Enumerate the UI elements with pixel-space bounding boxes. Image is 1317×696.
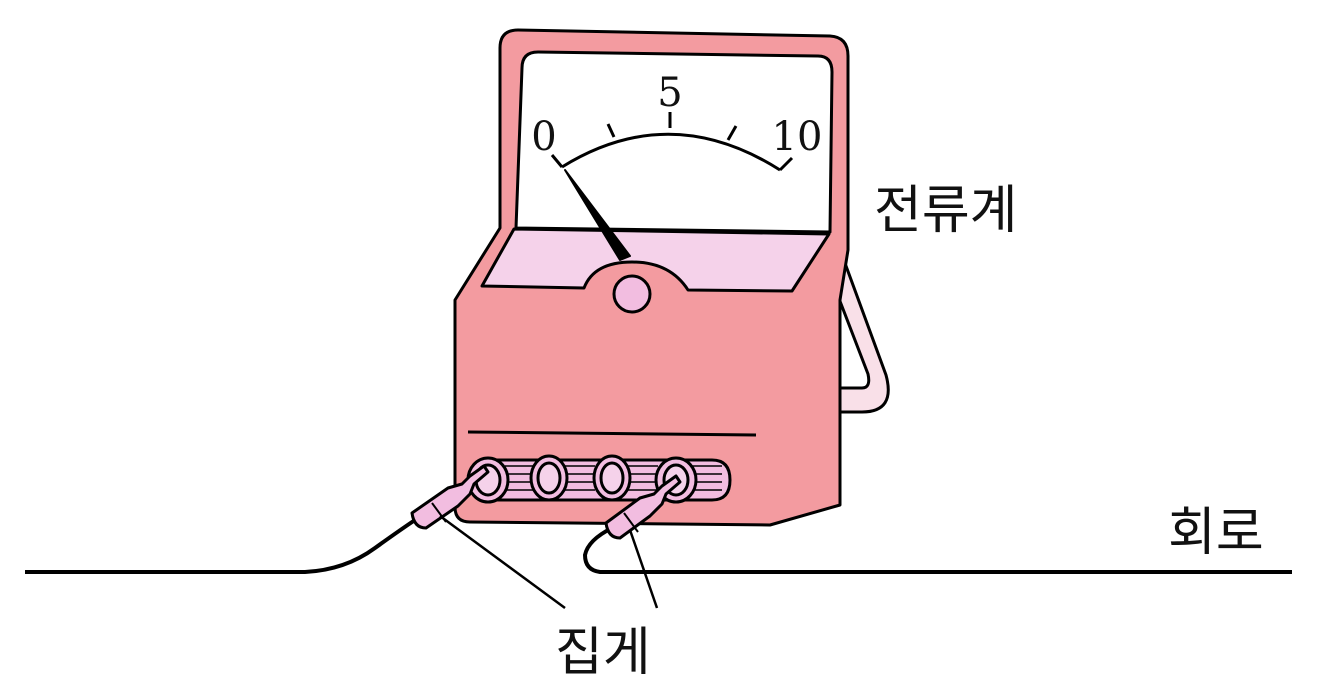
scale-tick-2-5: [606, 123, 616, 138]
scale-label-max: 10: [772, 114, 823, 160]
clip-label: 집게: [555, 623, 651, 683]
scale-label-mid: 5: [657, 70, 682, 116]
scale-tick-10: [778, 156, 794, 172]
circuit-wire-left: [25, 516, 420, 574]
clip-right: [604, 474, 682, 540]
terminal-2: [529, 454, 569, 502]
scale-label-min: 0: [531, 114, 556, 160]
circuit-label: 회로: [1168, 503, 1264, 563]
scale-arc: [561, 132, 781, 172]
body-divider-line: [467, 430, 757, 437]
meter-panel: [480, 227, 831, 293]
scale-tick-7-5: [726, 125, 738, 141]
galvanometer-label: 전류계: [874, 181, 1018, 241]
clip-leader-left: [439, 514, 566, 610]
clip-leader-right: [628, 529, 659, 609]
terminal-3: [592, 454, 632, 502]
meter-needle: [564, 169, 631, 261]
scale-tick-0: [550, 154, 564, 168]
meter-body-edge: [839, 249, 849, 301]
dial-face: [514, 50, 834, 234]
meter-handle: [836, 253, 890, 414]
circuit-wire-right: [582, 526, 1292, 574]
needle-pivot-knob: [612, 274, 652, 314]
